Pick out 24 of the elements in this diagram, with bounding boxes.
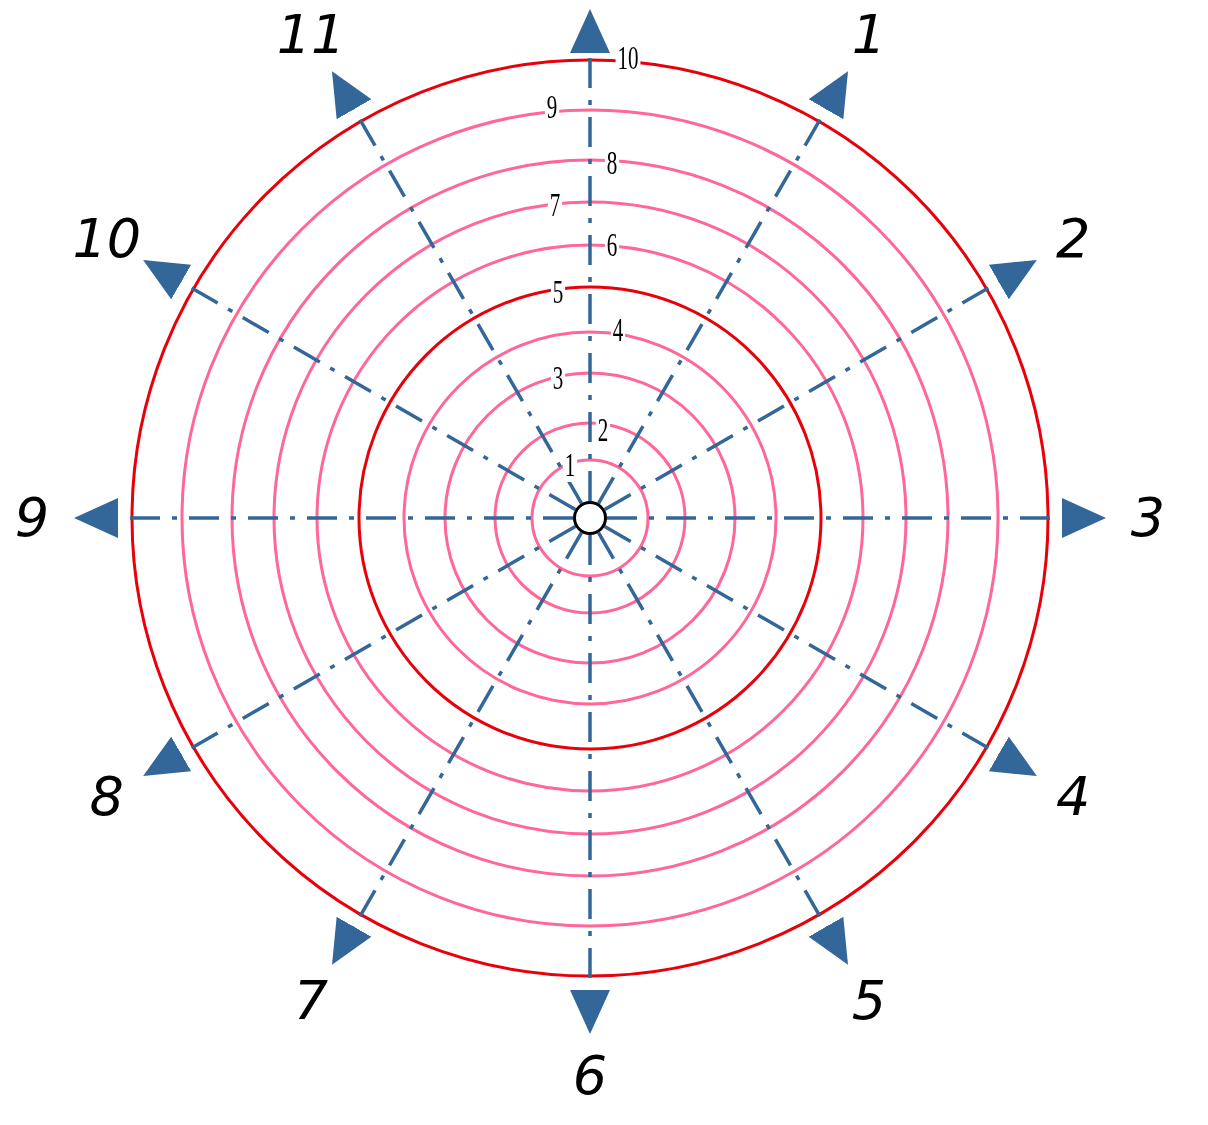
arrow [332,71,583,505]
direction-number: 5 [851,972,887,1031]
direction-number: 10 [72,210,142,268]
arrow [597,71,848,505]
arrow [570,9,610,501]
arrow [603,260,1037,511]
arrow [74,498,573,538]
arrow [143,525,577,776]
arrow [603,525,1037,776]
arrow [597,531,848,965]
direction-number: 1 [851,5,887,64]
arrow [332,531,583,965]
direction-number: 11 [276,5,346,64]
direction-number: 2 [1056,210,1091,268]
arrow [570,535,610,1034]
direction-number: 4 [1056,768,1091,826]
direction-number: 6 [572,1047,608,1105]
arrow [607,498,1106,538]
direction-number: 7 [293,972,329,1031]
arrow [143,260,577,511]
direction-number: 3 [1130,489,1166,547]
direction-number: 8 [89,768,124,826]
center-circle [573,501,607,535]
direction-number: 9 [14,489,50,547]
